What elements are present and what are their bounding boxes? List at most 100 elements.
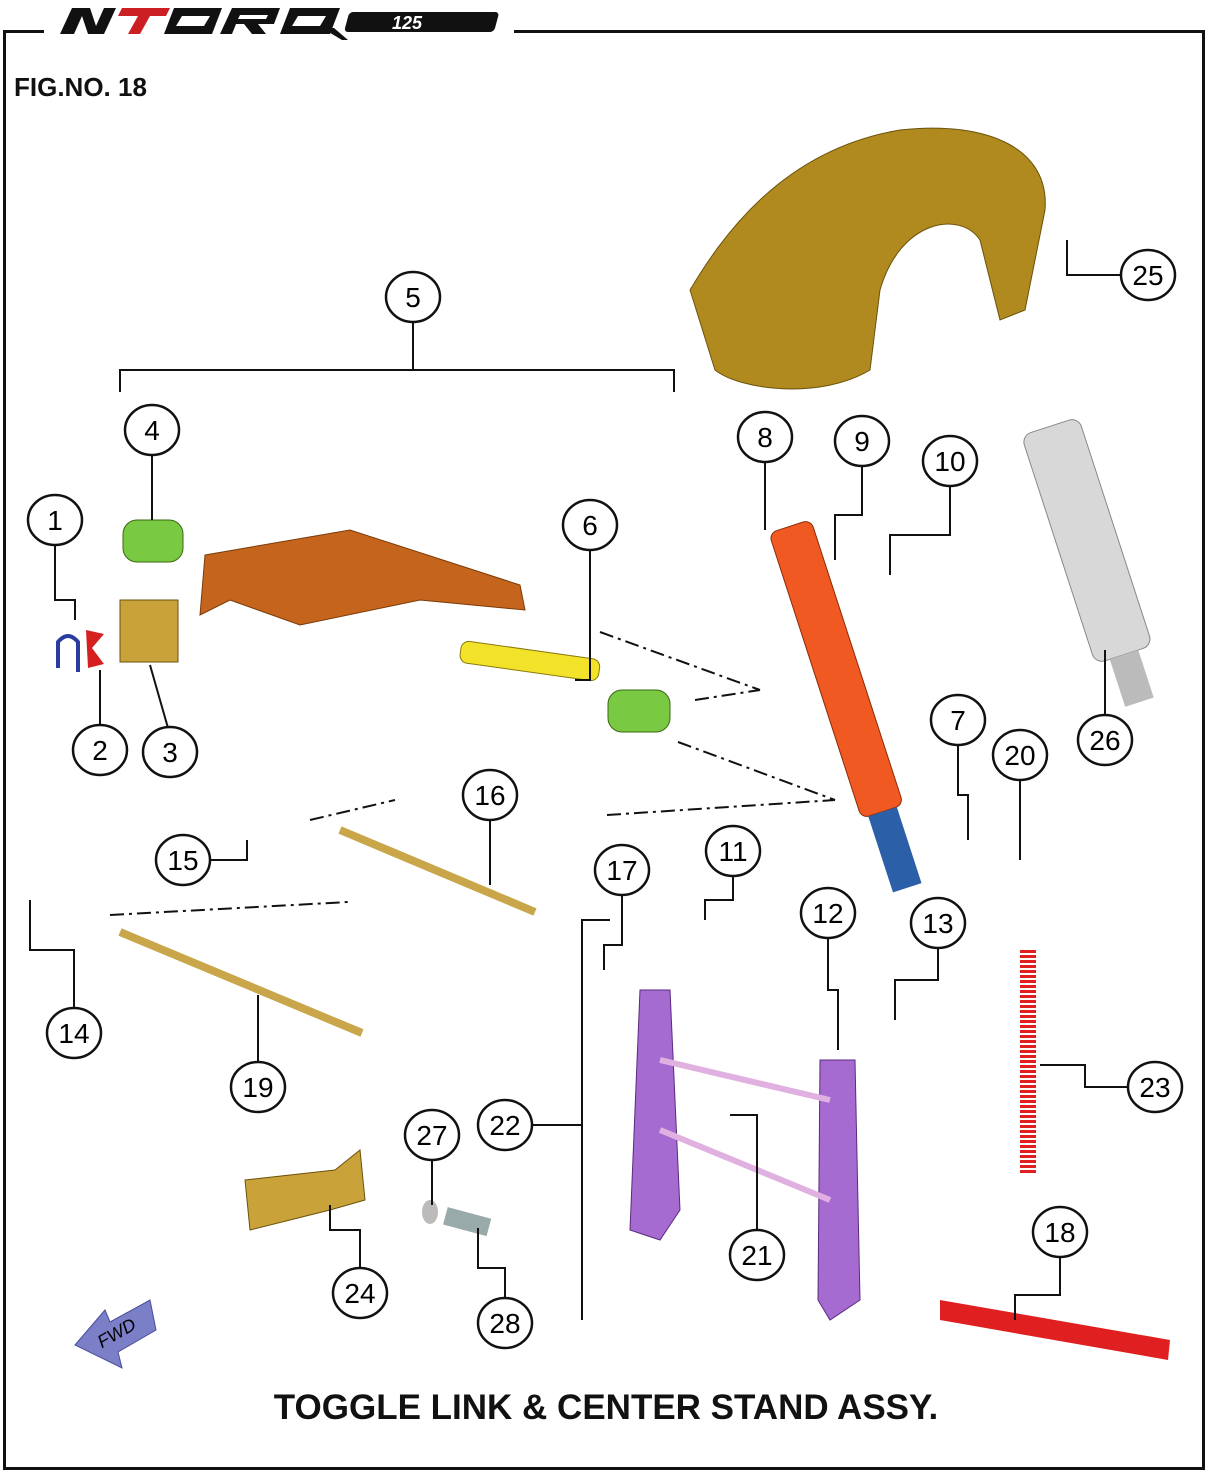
callout-circle [1119,248,1177,302]
bush-part [122,519,184,563]
bush-part [607,689,671,733]
callout-circle [123,403,181,457]
callout-10: 10 [921,434,979,488]
callout-circle [331,1266,389,1320]
callout-circle [736,410,794,464]
callout-number: 4 [144,415,160,446]
callout-28: 28 [476,1296,534,1350]
callout-13: 13 [909,896,967,950]
stopper-part [86,630,104,668]
callout-number: 8 [757,422,773,453]
callout-21: 21 [728,1228,786,1282]
callout-circle [229,1060,287,1114]
diagram-frame [3,30,1205,1470]
clip-part [56,634,80,672]
callout-number: 19 [242,1072,273,1103]
callout-23: 23 [1126,1060,1184,1114]
callout-9: 9 [833,414,891,468]
bolt-long-part-16 [338,826,537,916]
callout-circle [833,414,891,468]
bolt-part [443,1207,492,1237]
callout-circle [403,1108,461,1162]
callout-5: 5 [384,270,442,324]
callout-circle [476,1296,534,1350]
callout-26: 26 [1076,713,1134,767]
svg-text:125: 125 [392,13,423,33]
collar-part [459,640,601,682]
callout-circle [704,824,762,878]
callout-number: 21 [741,1240,772,1271]
callout-circle [1031,1205,1089,1259]
callout-number: 26 [1089,725,1120,756]
callout-number: 2 [92,735,108,766]
callout-circle [593,843,651,897]
callout-number: 12 [812,898,843,929]
callout-circle [1126,1060,1184,1114]
callout-circle [1076,713,1134,767]
callout-number: 10 [934,446,965,477]
callout-circle [71,723,129,777]
callout-number: 9 [854,426,870,457]
callout-number: 18 [1044,1217,1075,1248]
rear-mudguard-part [689,127,1046,390]
callout-27: 27 [403,1108,461,1162]
diagram-caption: TOGGLE LINK & CENTER STAND ASSY. [273,1388,939,1427]
bracket-part [244,1149,366,1231]
callout-16: 16 [461,768,519,822]
callout-number: 11 [718,836,747,867]
rear-shock-absorber-part-8 [770,521,922,893]
callout-2: 2 [71,723,129,777]
callout-17: 17 [593,843,651,897]
damper-block-part [119,599,179,663]
callout-circle [909,896,967,950]
callout-number: 28 [489,1308,520,1339]
callout-19: 19 [229,1060,287,1114]
callout-circle [384,270,442,324]
callout-number: 23 [1139,1072,1170,1103]
callout-3: 3 [141,725,199,779]
callout-20: 20 [991,728,1049,782]
rear-shock-absorber-part-26 [1023,419,1154,707]
callout-12: 12 [799,886,857,940]
callout-circle [561,498,619,552]
callout-circle [461,768,519,822]
callout-number: 1 [47,505,63,536]
callout-18: 18 [1031,1205,1089,1259]
callout-6: 6 [561,498,619,552]
callout-4: 4 [123,403,181,457]
callout-number: 6 [582,510,598,541]
callout-number: 3 [162,737,178,768]
callout-number: 16 [474,780,505,811]
callout-number: 14 [58,1018,89,1049]
callout-15: 15 [154,833,212,887]
callout-8: 8 [736,410,794,464]
center-stand-part [629,989,861,1321]
callout-number: 22 [489,1110,520,1141]
callout-number: 25 [1132,260,1163,291]
callout-circle [45,1006,103,1060]
figure-number: FIG.NO. 18 [14,72,147,102]
callout-11: 11 [704,824,762,878]
callout-circle [728,1228,786,1282]
bolt-long-part-19 [118,928,364,1037]
callout-number: 17 [606,855,637,886]
callout-circle [929,693,987,747]
callout-circle [141,725,199,779]
callout-number: 15 [167,845,198,876]
callout-number: 24 [344,1278,375,1309]
callout-circle [476,1098,534,1152]
callout-24: 24 [331,1266,389,1320]
brand-logo: 125 [60,8,499,40]
callout-circle [154,833,212,887]
callout-circle [799,886,857,940]
fwd-arrow-icon: FWD [74,1299,157,1369]
callout-number: 5 [405,282,421,313]
leader-lines [29,240,1129,1320]
callout-7: 7 [929,693,987,747]
callout-circle [991,728,1049,782]
callout-22: 22 [476,1098,534,1152]
toggle-link-arm-part [199,529,526,626]
callout-14: 14 [45,1006,103,1060]
